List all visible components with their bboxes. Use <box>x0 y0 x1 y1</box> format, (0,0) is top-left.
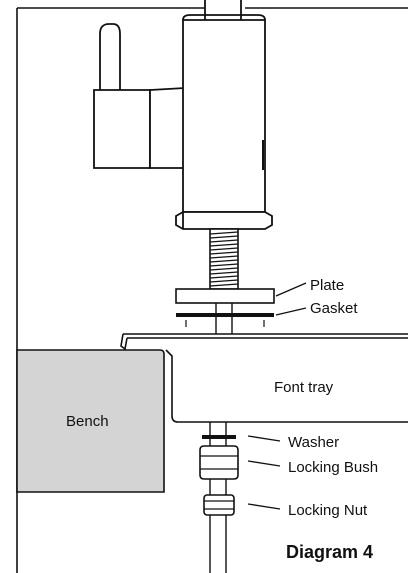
locking-bush-leader <box>247 460 281 467</box>
locking-nut-leader <box>247 503 281 510</box>
faucet <box>93 0 273 230</box>
bench-label: Bench <box>66 413 109 430</box>
plate-leader <box>275 282 307 297</box>
center-rods <box>215 303 233 334</box>
gasket-leader <box>275 307 307 316</box>
locking-bush <box>199 445 239 480</box>
washer-label: Washer <box>288 434 339 451</box>
diagram-title: Diagram 4 <box>286 542 373 562</box>
callout-lines <box>247 282 307 510</box>
plate <box>175 288 275 304</box>
washer-leader <box>247 435 281 442</box>
locking-bush-label: Locking Bush <box>288 459 378 476</box>
locking-nut <box>203 494 235 516</box>
font-tray-label: Font tray <box>274 379 334 396</box>
gasket <box>176 313 274 327</box>
bench <box>16 349 165 493</box>
plate-label: Plate <box>310 277 344 294</box>
locking-nut-label: Locking Nut <box>288 502 368 519</box>
threaded-rod <box>209 228 239 290</box>
font-tray <box>120 333 408 423</box>
gasket-label: Gasket <box>310 300 358 317</box>
